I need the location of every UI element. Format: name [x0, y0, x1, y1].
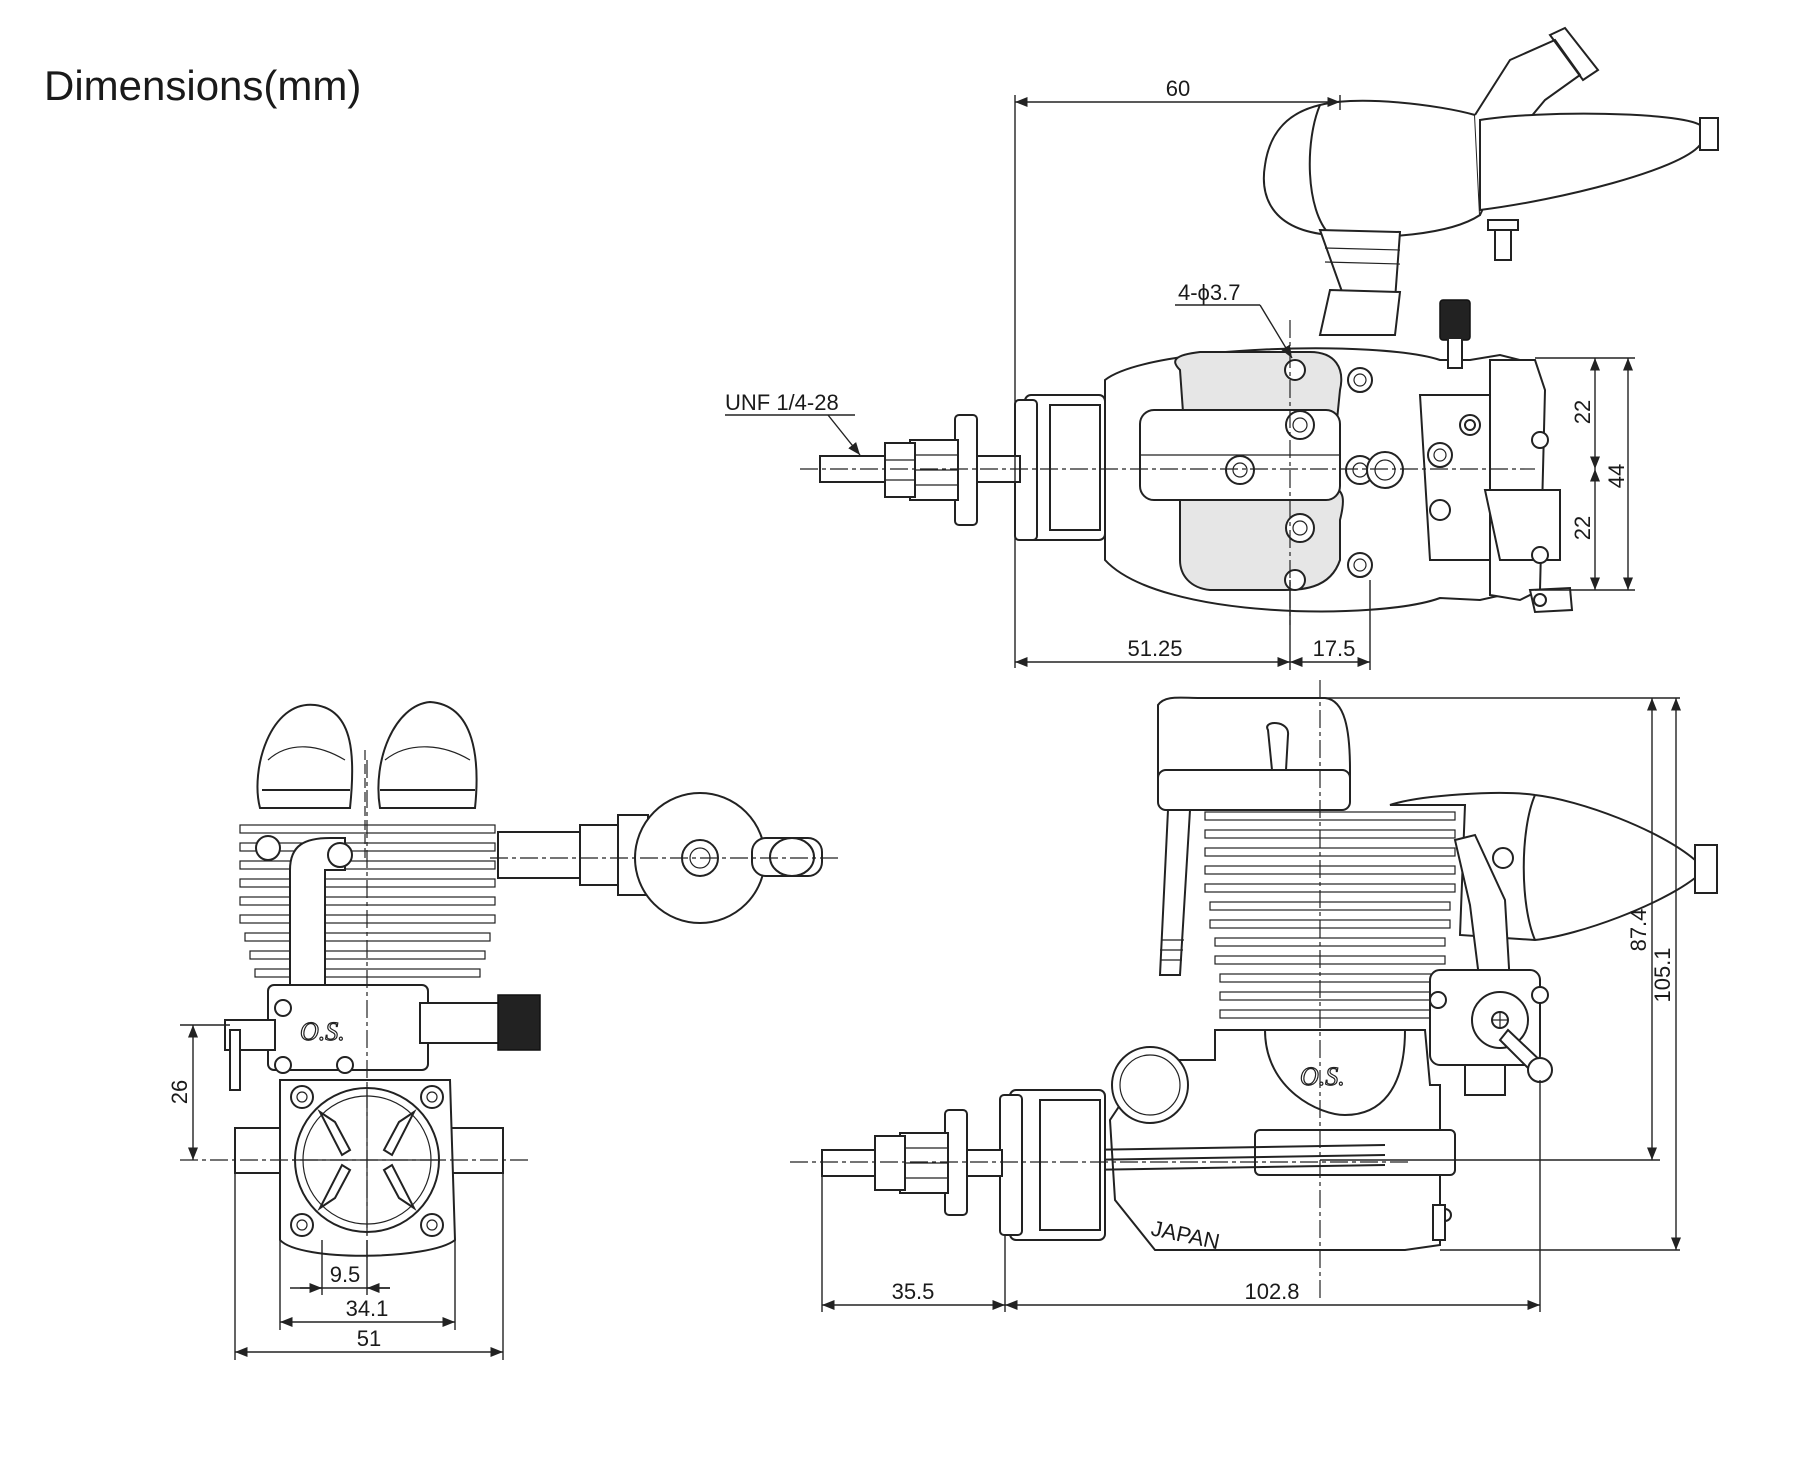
dim-side-height-total: 105.1	[1650, 947, 1675, 1002]
top-engine-body	[1014, 299, 1574, 614]
top-prop-shaft	[819, 414, 1021, 526]
top-view: 60 4-ϕ3.7 UNF 1/4-28 22 22 44 51.25 17.5	[725, 26, 1719, 670]
dim-thread: UNF 1/4-28	[725, 390, 839, 415]
front-brand: O.S.	[300, 1017, 345, 1046]
dim-hole-spacing: 17.5	[1313, 636, 1356, 661]
dim-front-mount-width: 34.1	[346, 1296, 389, 1321]
dim-mount-holes: 4-ϕ3.7	[1178, 280, 1240, 305]
dim-side-shaft: 35.5	[892, 1279, 935, 1304]
dim-top-mount-span: 44	[1604, 464, 1629, 488]
dim-front-crank-height: 26	[167, 1080, 192, 1104]
dim-front-offset: 9.5	[330, 1262, 361, 1287]
page-title: Dimensions(mm)	[44, 62, 362, 109]
dim-top-width: 60	[1166, 76, 1190, 101]
dim-top-to-holes: 51.25	[1127, 636, 1182, 661]
dim-side-length: 102.8	[1244, 1279, 1299, 1304]
dim-top-half-upper: 22	[1570, 400, 1595, 424]
top-muffler	[1262, 26, 1719, 336]
side-cylinder-fins	[1204, 811, 1456, 1019]
dim-top-half-lower: 22	[1570, 516, 1595, 540]
dim-side-height-mount: 87.4	[1626, 909, 1651, 952]
side-brand: O.S.	[1300, 1062, 1345, 1091]
side-view: O.S. JAPAN 87.4 105.1 35.5	[790, 680, 1718, 1312]
dim-front-total-width: 51	[357, 1326, 381, 1351]
front-view: O.S. 26 9.5 34.1	[167, 700, 840, 1360]
